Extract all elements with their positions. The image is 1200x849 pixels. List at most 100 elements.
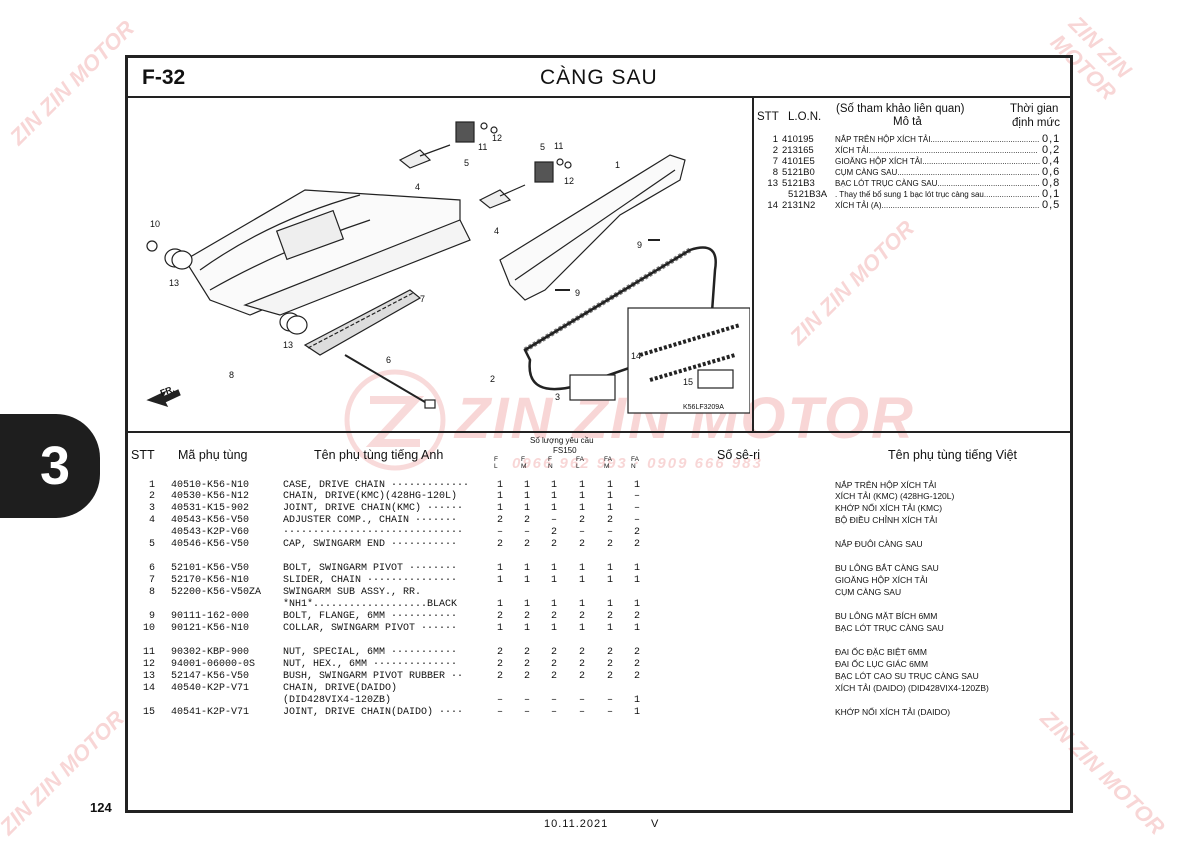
row-part-code: 94001-06000-0S: [171, 659, 256, 670]
row-qty: 1: [633, 623, 640, 634]
time-row-time: 0,1: [1042, 188, 1061, 200]
row-part-code: 40531-K15-902: [171, 503, 250, 514]
time-row-desc-text: NẮP TRÊN HỘP XÍCH TẢI: [835, 135, 931, 144]
time-row-desc-text: GIOĂNG HỘP XÍCH TẢI: [835, 157, 923, 166]
row-name-vn: GIOĂNG HỘP XÍCH TẢI: [835, 575, 928, 585]
swingarm-lower: [243, 219, 471, 316]
col-serial: Số sê-ri: [717, 448, 761, 462]
callout-8: 8: [229, 370, 234, 380]
row-part-code: 90302-KBP-900: [171, 647, 250, 658]
daido-chain-inset: [627, 307, 750, 414]
row-part-code: 40540-K2P-V71: [171, 683, 250, 694]
row-qty: 1: [523, 575, 530, 586]
row-name-vn: XÍCH TẢI (KMC) (428HG-120L): [835, 491, 955, 501]
watermark-corner-tl: ZIN ZIN MOTOR: [4, 15, 139, 150]
time-table-header-stt: STT: [757, 111, 779, 123]
time-table-header-time2: định mức: [1012, 117, 1060, 129]
time-row-time: 0,1: [1042, 133, 1061, 145]
footer-mark: V: [651, 818, 659, 830]
col-code: Mã phụ tùng: [178, 448, 248, 462]
row-stt: 15: [142, 707, 155, 718]
row-name-en: CASE, DRIVE CHAIN ·············: [283, 480, 470, 491]
row-qty: –: [523, 707, 530, 718]
time-row-desc: . Thay thế bổ sung 1 bạc lót trục càng s…: [835, 189, 1040, 200]
row-name-en: NUT, HEX., 6MM ··············: [283, 659, 458, 670]
chain-joint: [569, 374, 616, 401]
row-stt: 5: [148, 539, 155, 550]
row-qty: 2: [550, 611, 557, 622]
row-part-code: 90111-162-000: [171, 611, 250, 622]
row-stt: 2: [148, 491, 155, 502]
time-row-time: 0,2: [1042, 144, 1061, 156]
row-qty: 1: [578, 503, 585, 514]
row-qty: 1: [606, 623, 613, 634]
row-stt: 7: [148, 575, 155, 586]
row-qty: 2: [523, 671, 530, 682]
row-name-en: BUSH, SWINGARM PIVOT RUBBER ··: [283, 671, 464, 682]
table-row: (DID428VIX4-120ZB)–––––1: [135, 695, 1065, 706]
row-qty: –: [633, 515, 640, 526]
row-qty: –: [496, 527, 503, 538]
row-qty: 2: [578, 515, 585, 526]
row-name-vn: KHỚP NỐI XÍCH TẢI (DAIDO): [835, 707, 951, 717]
row-stt: 1: [148, 480, 155, 491]
row-part-code: 40541-K2P-V71: [171, 707, 250, 718]
row-qty: 1: [606, 599, 613, 610]
qty-col-head: F N: [548, 456, 553, 470]
row-part-code: 40543-K56-V50: [171, 515, 250, 526]
row-qty: 1: [578, 563, 585, 574]
row-qty: 1: [523, 563, 530, 574]
row-qty: 1: [523, 623, 530, 634]
qty-col-head: F L: [494, 456, 498, 470]
row-name-vn: CỤM CÀNG SAU: [835, 587, 902, 597]
row-qty: –: [550, 695, 557, 706]
row-qty: 2: [578, 647, 585, 658]
row-name-en: SWINGARM SUB ASSY., RR.: [283, 587, 422, 598]
row-part-code: 52200-K56-V50ZA: [171, 587, 262, 598]
row-qty: 2: [606, 515, 613, 526]
col-stt: STT: [131, 448, 155, 462]
row-qty: 1: [633, 707, 640, 718]
row-qty: 2: [496, 539, 503, 550]
row-qty: 2: [523, 647, 530, 658]
row-name-en: CHAIN, DRIVE(DAIDO): [283, 683, 398, 694]
row-qty: 1: [606, 480, 613, 491]
row-qty: –: [578, 707, 585, 718]
time-row-lon: 4101E5: [782, 156, 815, 167]
row-qty: –: [550, 707, 557, 718]
row-qty: 2: [523, 515, 530, 526]
callout-14: 14: [631, 351, 641, 361]
section-tab[interactable]: 3: [0, 414, 100, 518]
qty-col-head: F M: [521, 456, 527, 470]
row-qty: 2: [633, 539, 640, 550]
row-qty: 1: [578, 599, 585, 610]
row-qty: 2: [633, 671, 640, 682]
row-name-vn: BU LÔNG MẶT BÍCH 6MM: [835, 611, 938, 621]
row-qty: 1: [496, 599, 503, 610]
row-qty: 1: [633, 575, 640, 586]
time-row-desc-text: XÍCH TẢI: [835, 146, 869, 155]
time-row-desc-text: BẠC LÓT TRỤC CÀNG SAU: [835, 179, 938, 188]
row-qty: 2: [496, 647, 503, 658]
row-qty: 1: [496, 563, 503, 574]
row-qty: 1: [496, 623, 503, 634]
time-row-lon: 5121B0: [782, 167, 815, 178]
row-qty: 1: [550, 575, 557, 586]
front-arrow-icon: [146, 389, 181, 407]
row-name-en: CAP, SWINGARM END ···········: [283, 539, 458, 550]
time-row-lon: 5121B3A: [788, 189, 828, 200]
time-table-divider: [752, 97, 754, 432]
diagram-divider: [125, 431, 1073, 433]
row-name-en: COLLAR, SWINGARM PIVOT ······: [283, 623, 458, 634]
row-part-code: 40543-K2P-V60: [171, 527, 250, 538]
callout-10: 10: [150, 219, 160, 229]
swingarm-cap-right: [534, 161, 554, 183]
row-qty: 1: [578, 480, 585, 491]
